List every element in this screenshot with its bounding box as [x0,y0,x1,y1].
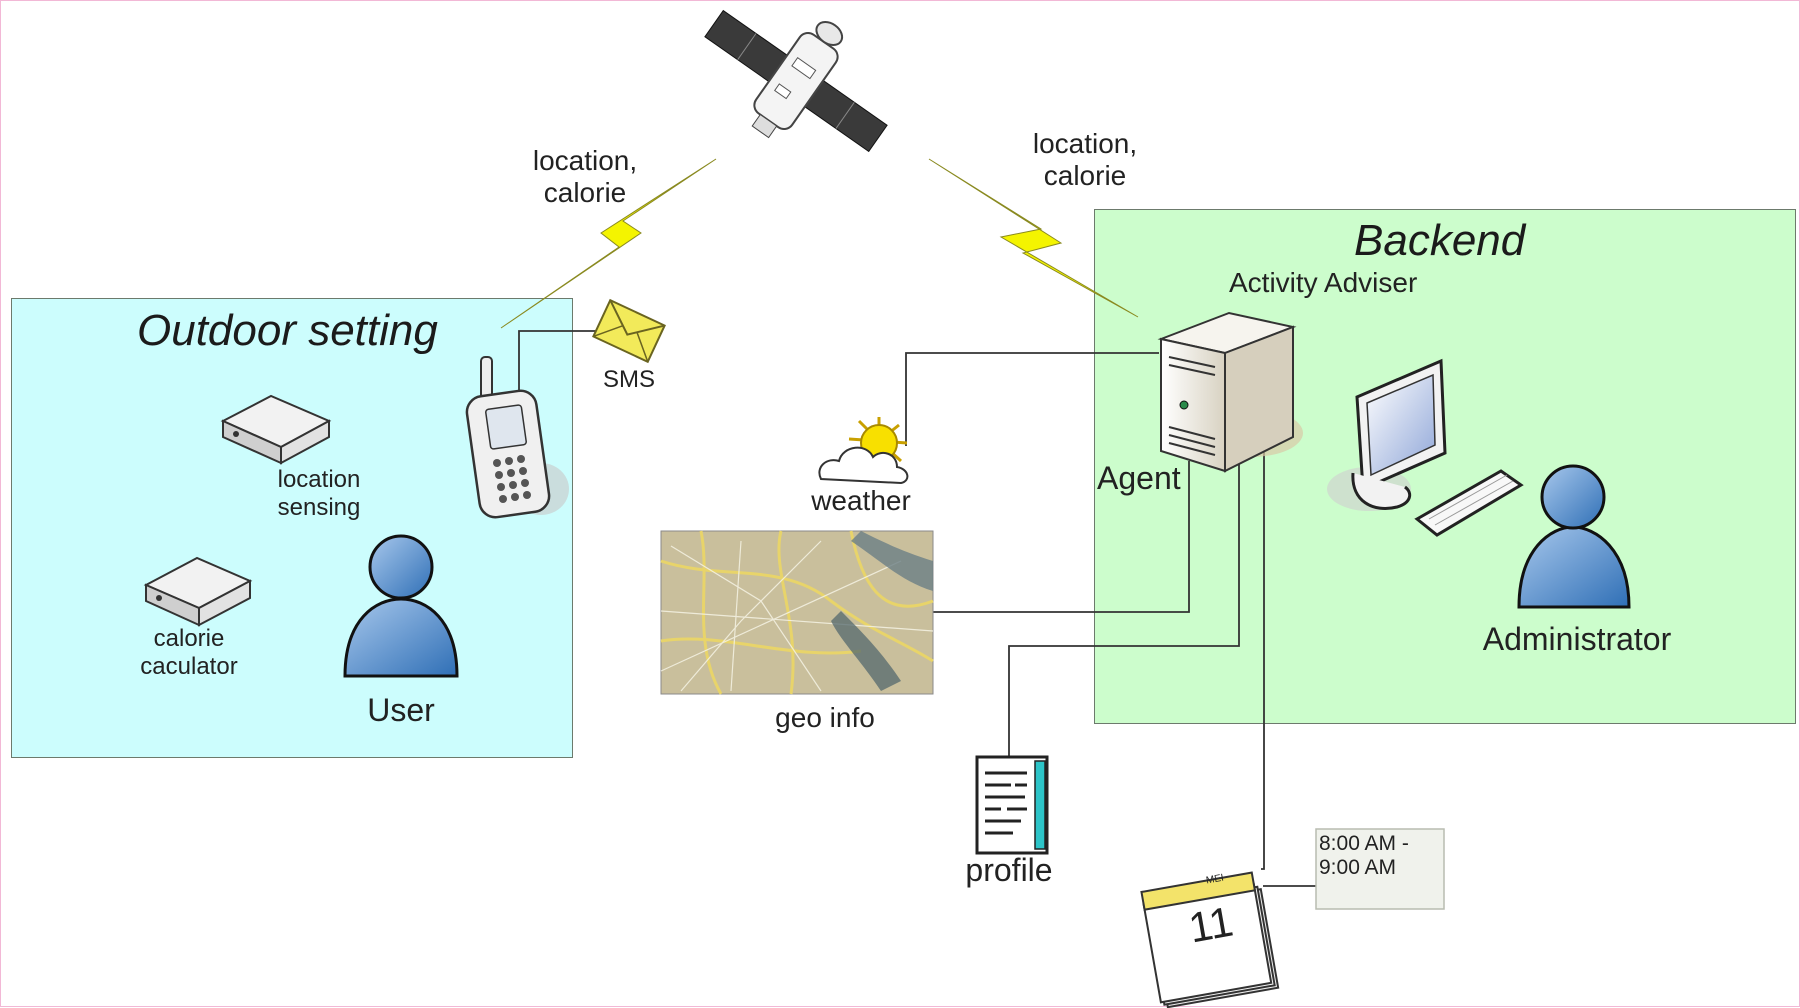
user-person-icon [343,534,459,678]
sms-label: SMS [603,366,656,393]
calorie-calculator-label-line1: calorie [153,625,225,652]
location-sensing-label: location sensing [259,466,379,521]
left-link-label-line2: calorie [543,177,627,209]
calorie-calculator-device-icon [143,556,253,627]
schedule-text-line2: 9:00 AM [1319,856,1397,880]
location-sensing-device-icon [220,394,332,465]
map-icon [660,530,934,695]
sun-cloud-icon [818,417,909,485]
mobile-phone-icon [465,356,569,519]
weather-link-line [905,352,1159,446]
server-icon [1157,311,1303,473]
sms-link-line [518,330,599,391]
geo-info-label: geo info [775,702,875,733]
lightning-right-icon [928,158,1139,318]
profile-link-line [1008,461,1240,756]
calorie-calculator-label: calorie caculator [129,625,249,680]
right-link-label: location, calorie [1015,128,1155,192]
document-icon [975,755,1049,855]
backend-title: Backend [1354,216,1526,265]
calendar-link-line [1261,431,1265,870]
location-sensing-label-line1: location [277,466,361,493]
outdoor-setting-title: Outdoor setting [137,306,438,355]
agent-label: Agent [1097,460,1181,496]
envelope-icon [592,298,666,364]
administrator-label: Administrator [1482,621,1672,657]
location-sensing-label-line2: sensing [277,493,361,521]
lightning-left-icon [500,158,717,329]
activity-adviser-label: Activity Adviser [1229,267,1418,298]
profile-label: profile [965,852,1053,888]
administrator-person-icon [1517,464,1631,609]
schedule-text-line1: 8:00 AM - [1319,832,1409,855]
right-link-label-line1: location, [1032,128,1138,159]
schedule-note [1315,828,1445,910]
right-link-label-line2: calorie [1043,160,1127,192]
satellite-icon [704,9,888,153]
left-link-label-line1: location, [532,145,638,176]
desktop-computer-icon [1327,358,1524,537]
calendar-icon [1140,871,1280,1008]
schedule-text: 8:00 AM - 9:00 AM [1319,832,1409,880]
calorie-calculator-label-line2: caculator [140,652,238,680]
left-link-label: location, calorie [515,145,655,209]
weather-label: weather [811,485,911,516]
connector-lines [518,330,1316,887]
outdoor-setting-region [11,298,573,758]
geo-info-link-line [931,461,1190,613]
user-label: User [367,692,435,728]
